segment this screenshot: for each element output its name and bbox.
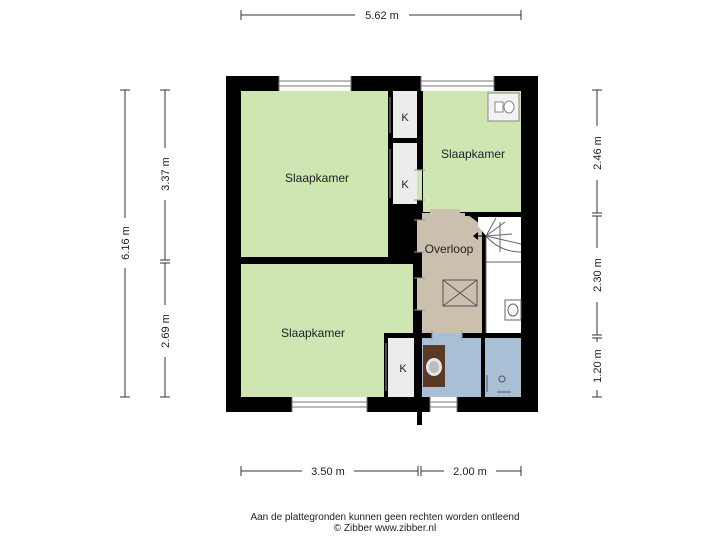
label-closet-2: K: [401, 179, 409, 191]
label-bedroom-top-right: Slaapkamer: [441, 147, 505, 161]
closet-1: [393, 91, 417, 138]
room-bedroom-top-left: [241, 91, 388, 257]
label-closet-1: K: [401, 112, 409, 124]
dimension-bottom: 3.50 m 2.00 m: [240, 463, 522, 479]
closet-2: [393, 143, 417, 204]
wall-nib: [413, 262, 417, 276]
dimension-label-bottom-left: 3.50 m: [311, 466, 345, 478]
label-landing: Overloop: [425, 242, 474, 256]
wall-bath-shower: [481, 338, 485, 397]
washbasin-icon: [504, 299, 522, 321]
dimension-label-left-upper: 3.37 m: [160, 157, 172, 191]
dimension-label-left-lower: 2.69 m: [160, 314, 172, 348]
staircase: [485, 217, 522, 333]
wall-closet-divider: [393, 138, 417, 143]
label-bedroom-bottom-left: Slaapkamer: [281, 326, 345, 340]
shower-drain-icon: [486, 375, 511, 393]
dimension-label-bottom-right: 2.00 m: [453, 466, 487, 478]
stair-arrow-icon: [473, 232, 486, 240]
wall-bedrooms-divider: [241, 257, 421, 263]
footer-disclaimer: Aan de plattegronden kunnen geen rechten…: [250, 512, 519, 523]
dimension-label-right-lower: 1.20 m: [592, 349, 604, 383]
dimension-left-outer: 6.16 m: [117, 89, 133, 398]
wall-outer-bottom-fill: [417, 397, 421, 412]
wall-mid-vertical: [417, 91, 422, 425]
footer-copyright: © Zibber www.zibber.nl: [334, 523, 436, 534]
dimension-left-inner: 3.37 m 2.69 m: [157, 89, 173, 398]
label-closet-3: K: [399, 363, 407, 375]
label-bedroom-top-left: Slaapkamer: [285, 171, 349, 185]
window-bottom-right: [429, 397, 458, 412]
door-openings: [385, 97, 463, 391]
closet-3: [388, 336, 414, 397]
wall-topright-bottom: [465, 212, 521, 216]
dimension-label-right-middle: 2.30 m: [592, 258, 604, 292]
window-bottom-left: [291, 397, 368, 412]
attic-hatch-icon: [442, 279, 478, 307]
cabinet-icon: [423, 345, 445, 387]
window-top-right: [420, 76, 495, 91]
dimension-top: 5.62 m: [240, 7, 522, 23]
dimension-right: 2.46 m 2.30 m 1.20 m: [589, 89, 605, 398]
toilet-icon: [487, 92, 520, 122]
window-top-left: [278, 76, 352, 91]
shower: [485, 338, 521, 397]
dimension-label-right-upper: 2.46 m: [592, 136, 604, 170]
room-landing: [422, 213, 482, 333]
dimension-label-top: 5.62 m: [365, 10, 399, 22]
dimension-label-left-total: 6.16 m: [120, 226, 132, 260]
wall-closet-bottom: [393, 204, 422, 209]
